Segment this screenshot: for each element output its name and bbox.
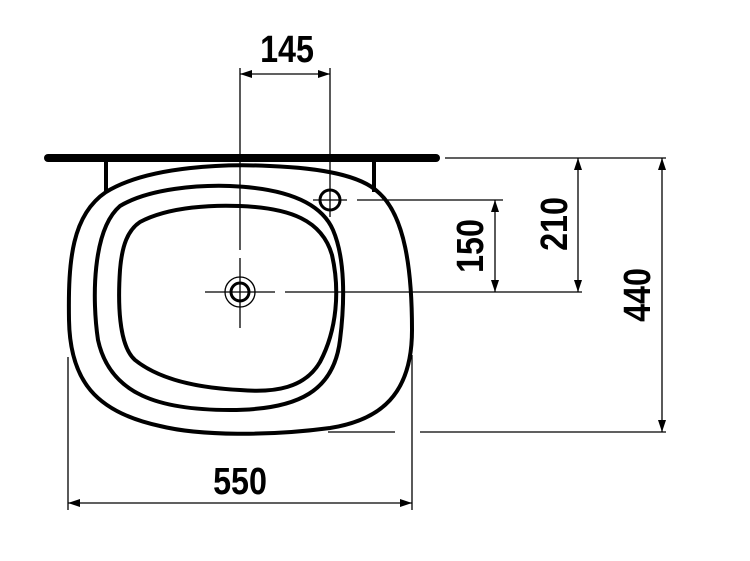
basin-rim-outline bbox=[92, 183, 346, 413]
bowl-outline bbox=[117, 203, 339, 393]
dim-label-145: 145 bbox=[260, 29, 314, 71]
dim-label-440: 440 bbox=[617, 268, 659, 322]
dim-label-150: 150 bbox=[450, 219, 492, 273]
dim-label-210: 210 bbox=[534, 197, 576, 251]
dim-label-550: 550 bbox=[213, 461, 267, 503]
basin-outer-outline bbox=[66, 163, 415, 436]
